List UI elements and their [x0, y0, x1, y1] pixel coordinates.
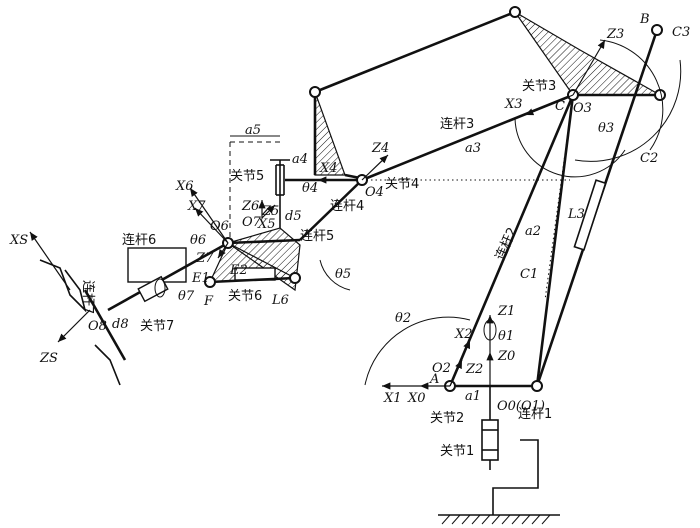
label-joint7: 关节7: [140, 319, 174, 334]
label-d8: d8: [112, 317, 129, 332]
link3-actuator: [573, 179, 607, 251]
joint-L6: [289, 272, 301, 284]
label-theta3: θ3: [598, 121, 614, 136]
label-joint6: 关节6: [228, 289, 262, 304]
axes: [29, 39, 606, 390]
label-joint5: 关节5: [230, 169, 264, 184]
label-link5: 连杆5: [300, 228, 334, 244]
joint-O0: [531, 380, 543, 392]
label-link1: 连杆1: [518, 406, 552, 422]
label-O3: O3: [573, 101, 592, 116]
label-O0O1: O0(O1): [497, 399, 545, 414]
label-X3: X3: [504, 97, 523, 112]
label-a4: a4: [292, 152, 308, 167]
label-C1: C1: [520, 267, 538, 282]
label-a1: a1: [465, 389, 481, 404]
joint-upper-left: [309, 86, 321, 98]
label-X1: X1: [383, 391, 402, 406]
label-O8: O8: [88, 319, 107, 334]
text-labels: 关节2 关节1 连杆1 O0(O1) A O2 a1 X1 X0 Z2 X2 Z…: [9, 12, 690, 459]
label-Z3: Z3: [606, 27, 624, 42]
label-Z5: Z5: [261, 204, 279, 219]
label-link4: 连杆4: [330, 198, 364, 214]
label-ZS: ZS: [39, 351, 58, 366]
label-Z6: Z6: [241, 199, 259, 214]
joint-B: [651, 24, 663, 36]
label-X4: X4: [319, 161, 338, 176]
label-C2: C2: [640, 151, 658, 166]
label-O2: O2: [432, 361, 451, 376]
label-a5: a5: [245, 123, 261, 138]
label-B: B: [639, 12, 650, 27]
label-A: A: [429, 372, 439, 387]
label-C: C: [555, 99, 565, 114]
label-theta7: θ7: [178, 289, 195, 304]
label-theta1: θ1: [498, 329, 514, 344]
label-link2: 连杆2: [492, 225, 520, 263]
label-O4: O4: [365, 185, 384, 200]
label-a3: a3: [465, 141, 481, 156]
label-F: F: [203, 294, 214, 309]
label-XS: XS: [9, 233, 28, 248]
label-O6: O6: [210, 219, 229, 234]
label-E2: E2: [229, 263, 248, 278]
label-Z2: Z2: [465, 362, 483, 377]
joint-top: [509, 6, 521, 18]
label-Z7: Z7: [195, 251, 214, 266]
label-Z4: Z4: [371, 141, 389, 156]
label-L3: L3: [567, 207, 585, 222]
label-theta6: θ6: [190, 233, 206, 248]
label-O7: O7: [242, 215, 262, 230]
label-link3: 连杆3: [440, 116, 474, 132]
label-theta5: θ5: [335, 267, 351, 282]
label-X0: X0: [407, 391, 426, 406]
link6: [127, 242, 298, 284]
label-joint2: 关节2: [430, 411, 464, 426]
ground: [438, 439, 560, 525]
label-X6: X6: [175, 179, 194, 194]
label-X7: X7: [187, 199, 206, 214]
label-X2: X2: [454, 327, 473, 342]
label-link7: 连杆7: [80, 280, 96, 314]
label-a2: a2: [525, 224, 541, 239]
label-theta4: θ4: [302, 181, 318, 196]
label-C3: C3: [672, 25, 690, 40]
label-d5: d5: [285, 209, 302, 224]
label-joint3: 关节3: [522, 79, 556, 94]
joint1-symbol: [481, 400, 499, 470]
label-Z0: Z0: [497, 349, 515, 364]
label-joint1: 关节1: [440, 444, 474, 459]
joint-F: [204, 276, 216, 288]
label-link6: 连杆6: [122, 232, 156, 248]
label-joint4: 关节4: [385, 177, 419, 192]
label-L6: L6: [271, 293, 289, 308]
a5-box: [229, 135, 280, 240]
label-E1: E1: [191, 271, 210, 286]
base-link: [450, 384, 537, 400]
label-Z1: Z1: [497, 304, 515, 319]
label-theta2: θ2: [395, 311, 411, 326]
label-X5: X5: [257, 217, 276, 232]
